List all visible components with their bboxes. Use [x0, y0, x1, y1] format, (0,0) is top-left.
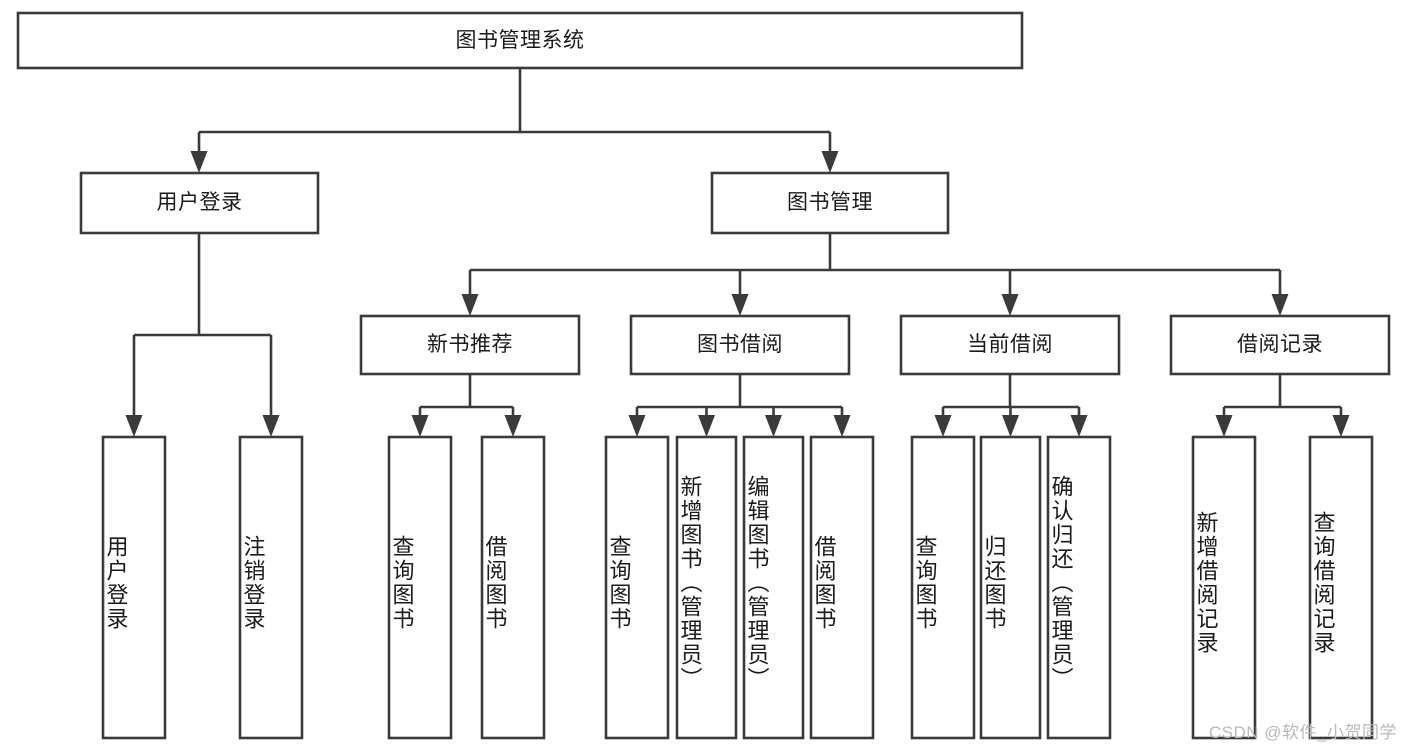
node-box-book-management[interactable]: [710, 171, 950, 235]
arrow-head-icon: [628, 415, 646, 437]
node-user-login[interactable]: [81, 173, 318, 233]
node-box-book-borrow[interactable]: [629, 314, 851, 376]
arrow-head-icon: [262, 415, 280, 437]
arrow-head-icon: [1070, 415, 1088, 437]
node-leaf-query-borrow-record[interactable]: [1310, 437, 1372, 738]
arrow-head-icon: [1001, 294, 1019, 316]
node-box-leaf-borrow-book-recommend[interactable]: [480, 435, 546, 740]
node-box-leaf-add-borrow-record[interactable]: [1191, 435, 1257, 740]
node-leaf-add-book-admin[interactable]: [677, 437, 736, 738]
node-boxes: [16, 11, 1391, 740]
node-borrow-record[interactable]: [1171, 316, 1389, 374]
node-leaf-confirm-return-admin[interactable]: [1048, 437, 1110, 738]
arrow-head-icon: [1332, 415, 1350, 437]
node-leaf-add-borrow-record[interactable]: [1193, 437, 1255, 738]
arrow-head-icon: [1002, 415, 1019, 437]
node-leaf-user-login[interactable]: [103, 437, 165, 738]
arrow-head-icon: [833, 415, 851, 437]
node-box-leaf-add-book-admin[interactable]: [675, 435, 738, 740]
arrow-head-icon: [821, 151, 839, 173]
arrow-head-icon: [1271, 294, 1289, 316]
node-box-root[interactable]: [16, 11, 1024, 70]
node-leaf-edit-book-admin[interactable]: [744, 437, 803, 738]
node-box-leaf-user-login[interactable]: [101, 435, 167, 740]
node-box-leaf-edit-book-admin[interactable]: [742, 435, 805, 740]
node-box-leaf-query-borrow-record[interactable]: [1308, 435, 1374, 740]
node-box-user-login[interactable]: [79, 171, 320, 235]
arrow-head-icon: [698, 415, 715, 437]
node-leaf-borrow-book[interactable]: [811, 437, 873, 738]
node-root[interactable]: [18, 13, 1022, 68]
node-box-leaf-confirm-return-admin[interactable]: [1046, 435, 1112, 740]
node-leaf-borrow-book-recommend[interactable]: [482, 437, 544, 738]
node-book-management[interactable]: [712, 173, 948, 233]
node-box-leaf-query-book-current[interactable]: [910, 435, 976, 740]
node-box-leaf-logout-login[interactable]: [238, 435, 304, 740]
arrow-head-icon: [504, 415, 522, 437]
node-box-leaf-borrow-book[interactable]: [809, 435, 875, 740]
node-leaf-query-book-current[interactable]: [912, 437, 974, 738]
arrow-head-icon: [731, 294, 749, 316]
node-new-book-recommend[interactable]: [361, 316, 579, 374]
arrow-head-icon: [461, 294, 479, 316]
node-leaf-query-book-borrow[interactable]: [606, 437, 668, 738]
arrow-head-icon: [765, 415, 782, 437]
arrow-head-icon: [411, 415, 429, 437]
node-box-leaf-query-book-borrow[interactable]: [604, 435, 670, 740]
node-box-new-book-recommend[interactable]: [359, 314, 581, 376]
arrow-head-icon: [125, 415, 143, 437]
node-box-leaf-query-book-recommend[interactable]: [387, 435, 453, 740]
arrow-head-icon: [190, 151, 208, 173]
node-box-leaf-return-book[interactable]: [979, 435, 1042, 740]
node-leaf-logout-login[interactable]: [240, 437, 302, 738]
arrow-head-icon: [934, 415, 952, 437]
connector-lines: [125, 68, 1350, 437]
node-leaf-query-book-recommend[interactable]: [389, 437, 451, 738]
node-box-borrow-record[interactable]: [1169, 314, 1391, 376]
arrow-head-icon: [1215, 415, 1233, 437]
node-book-borrow[interactable]: [631, 316, 849, 374]
node-leaf-return-book[interactable]: [981, 437, 1040, 738]
node-current-borrow[interactable]: [901, 316, 1119, 374]
node-box-current-borrow[interactable]: [899, 314, 1121, 376]
